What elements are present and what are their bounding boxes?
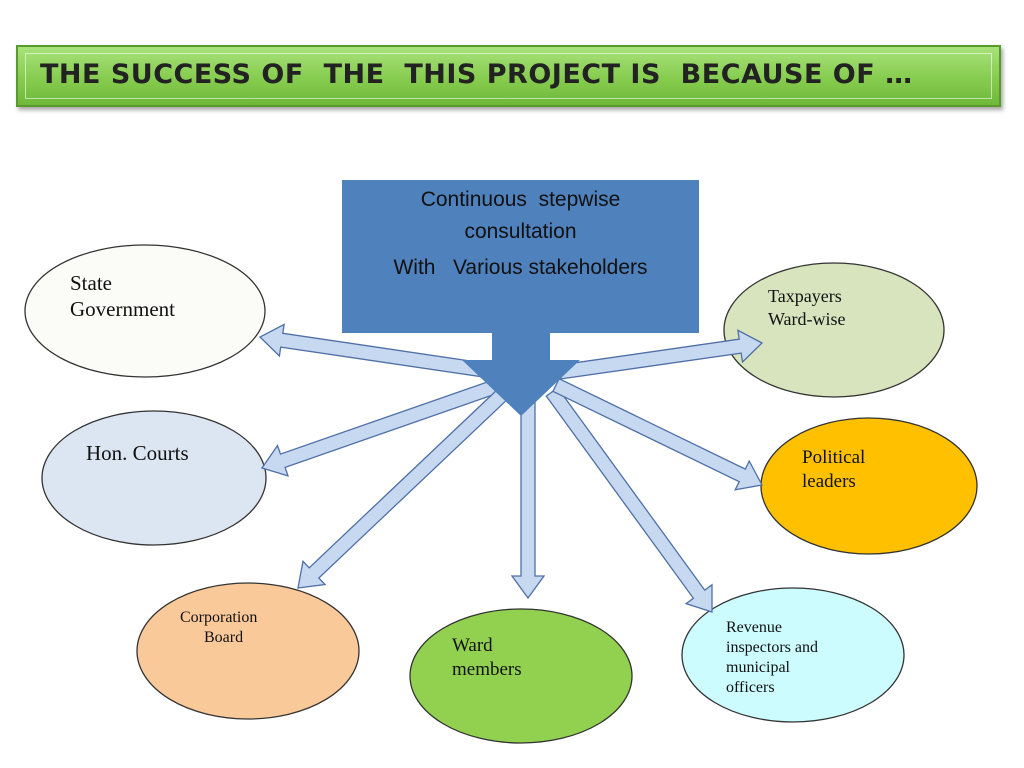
ellipse-state-government [24, 244, 266, 378]
center-callout-arrow [342, 180, 699, 416]
arrow-to-revenue-inspectors [545, 386, 713, 613]
title-banner: THE SUCCESS OF THE THIS PROJECT IS BECAU… [16, 45, 1001, 107]
center-text-line-2: consultation [464, 220, 577, 243]
label-hon-courts: Hon. Courts [86, 441, 189, 465]
label-state-government: State Government [70, 271, 175, 322]
ellipse-taxpayers [723, 262, 945, 398]
ellipse-hon-courts [41, 410, 267, 546]
arrow-to-political-leaders [552, 377, 763, 491]
label-political-leaders: Political leaders [802, 447, 866, 492]
arrow-to-state-government [258, 323, 499, 380]
arrow-to-ward-members [510, 394, 546, 600]
label-ward-members: Ward members [452, 635, 522, 680]
arrow-to-taxpayers [558, 329, 764, 380]
arrow-to-corporation-board [297, 385, 511, 589]
arrow-to-hon-courts [260, 377, 504, 477]
ellipse-political-leaders [760, 417, 978, 555]
ellipse-corporation-board [136, 582, 360, 720]
ellipse-revenue-inspectors [681, 587, 905, 723]
center-text-line-1: Continuous stepwise [420, 188, 621, 211]
center-text-line-3: With Various stakeholders [393, 256, 648, 279]
ellipse-ward-members [409, 608, 633, 744]
label-corporation-board: Corporation Board [180, 609, 258, 646]
label-taxpayers: Taxpayers Ward-wise [768, 286, 846, 329]
label-revenue-inspectors: Revenue inspectors and municipal officer… [726, 619, 818, 696]
